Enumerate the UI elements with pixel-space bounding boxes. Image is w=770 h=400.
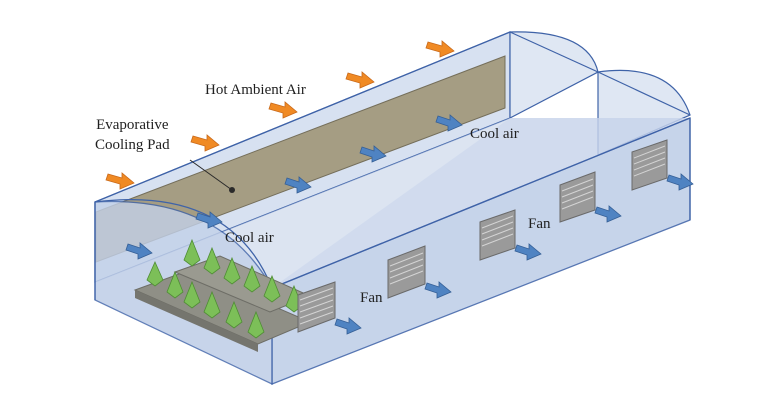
label-fan-left: Fan	[360, 290, 383, 306]
label-fan-right: Fan	[528, 216, 551, 232]
plants	[146, 238, 303, 339]
label-hot-ambient-air: Hot Ambient Air	[205, 82, 306, 98]
fan-unit	[559, 171, 596, 223]
fan-unit	[297, 281, 336, 333]
fan-unit	[479, 209, 516, 261]
hot-air-arrows	[105, 40, 455, 190]
fan-unit	[387, 245, 426, 299]
label-cool-air-left: Cool air	[225, 230, 274, 246]
fan-unit	[631, 139, 668, 191]
label-pad-line2: Cooling Pad	[95, 137, 170, 153]
fans	[297, 139, 668, 333]
cool-air-arrows	[125, 114, 463, 260]
pad-pointer	[189, 159, 235, 193]
label-cool-air-right: Cool air	[470, 126, 519, 142]
label-pad-line1: Evaporative	[96, 117, 169, 133]
exhaust-arrows	[334, 173, 694, 335]
label-evaporative-cooling-pad: Evaporative Cooling Pad	[95, 115, 170, 155]
